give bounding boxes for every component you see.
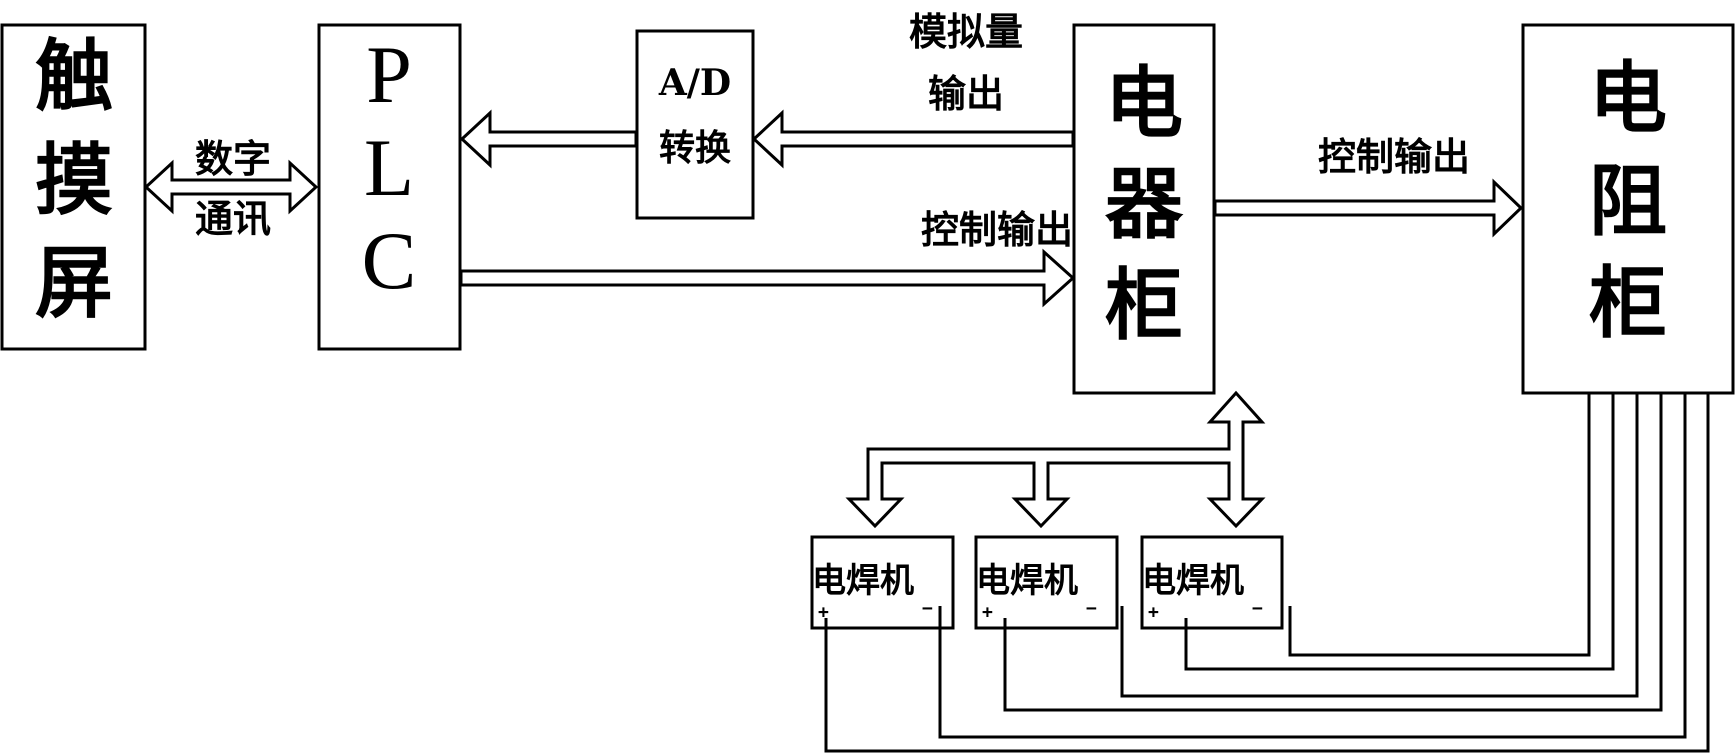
touchscreen-label-3: 屏	[35, 238, 113, 329]
plc-control-output-label: 控制输出	[921, 208, 1073, 252]
welder-3-negative: −	[1252, 598, 1263, 619]
touchscreen-block[interactable]: 触 摸 屏	[0, 23, 147, 351]
welder-2-negative: −	[1086, 598, 1097, 619]
analog-output-arrow	[751, 109, 1075, 169]
wire-welder-3-positive	[1184, 393, 1615, 671]
digital-comm-arrow	[143, 159, 319, 215]
wire-welder-2-positive	[1003, 393, 1663, 712]
cabinet-control-output-arrow	[1213, 178, 1524, 238]
welder-1[interactable]: 电焊机 + −	[810, 535, 955, 630]
electrical-cabinet-label-1: 电	[1105, 58, 1183, 149]
analog-output-label-2: 输出	[928, 72, 1004, 116]
welder-2[interactable]: 电焊机 + −	[974, 535, 1119, 630]
ad-converter-label-2: 转换	[659, 127, 731, 169]
welder-3-label: 电焊机	[1142, 561, 1244, 601]
welder-3[interactable]: 电焊机 + −	[1140, 535, 1284, 630]
welder-1-label: 电焊机	[812, 561, 914, 601]
electrical-cabinet-block[interactable]: 电 器 柜	[1072, 23, 1216, 395]
wire-welder-2-negative	[1120, 393, 1639, 698]
digital-comm-label-1: 数字	[195, 137, 271, 181]
resistor-cabinet-label-2: 阻	[1589, 156, 1667, 247]
welder-1-positive: +	[818, 602, 829, 623]
touchscreen-label-2: 摸	[35, 135, 113, 226]
welder-2-positive: +	[982, 602, 993, 623]
electrical-cabinet-label-3: 柜	[1105, 260, 1183, 351]
plc-block[interactable]: P L C	[317, 23, 462, 351]
analog-output-label-1: 模拟量	[909, 10, 1023, 54]
welder-1-negative: −	[922, 598, 933, 619]
ad-converter-block[interactable]: A/D 转换	[635, 29, 755, 220]
touchscreen-label-1: 触	[35, 31, 113, 122]
plc-label-c: C	[362, 215, 417, 306]
ad-converter-label-1: A/D	[658, 62, 731, 104]
power-wires	[824, 393, 1710, 753]
welder-2-label: 电焊机	[976, 561, 1078, 601]
plc-control-output-arrow	[459, 248, 1076, 308]
wire-welder-1-negative	[938, 393, 1687, 739]
resistor-cabinet-block[interactable]: 电 阻 柜	[1521, 23, 1735, 395]
plc-label-l: L	[364, 122, 414, 213]
resistor-cabinet-label-3: 柜	[1589, 258, 1667, 349]
wire-welder-3-negative	[1288, 393, 1591, 657]
wire-welder-1-positive	[824, 393, 1710, 753]
welder-bus-arrow	[845, 390, 1266, 529]
digital-comm-label-2: 通讯	[195, 197, 271, 241]
welder-3-positive: +	[1148, 602, 1159, 623]
ad-to-plc-arrow	[459, 109, 638, 169]
plc-label-p: P	[366, 29, 412, 120]
electrical-cabinet-label-2: 器	[1105, 159, 1184, 250]
resistor-cabinet-label-1: 电	[1589, 53, 1667, 144]
cabinet-control-output-label: 控制输出	[1318, 135, 1470, 179]
